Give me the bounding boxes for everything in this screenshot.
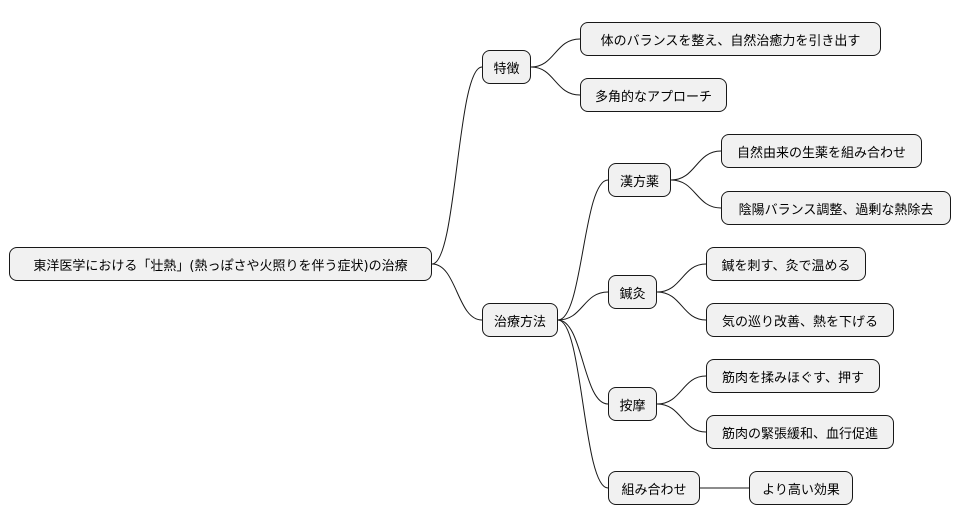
branch-features: 特徴 <box>482 50 531 84</box>
features-item-1: 体のバランスを整え、自然治癒力を引き出す <box>580 22 881 56</box>
link-massage-1 <box>656 375 707 405</box>
link-root-methods <box>431 263 483 321</box>
method-combination: 組み合わせ <box>608 471 700 505</box>
method-acupuncture: 鍼灸 <box>608 275 657 309</box>
link-massage-2 <box>656 403 707 433</box>
link-methods-massage <box>557 319 609 405</box>
link-kampo-1 <box>670 150 722 181</box>
link-methods-combo <box>557 319 609 489</box>
link-methods-acu <box>557 291 609 321</box>
kampo-item-1: 自然由来の生薬を組み合わせ <box>721 134 922 168</box>
massage-item-2: 筋肉の緊張緩和、血行促進 <box>706 415 894 449</box>
acupuncture-item-1: 鍼を刺す、灸で温める <box>706 247 866 281</box>
combination-item-1: より高い効果 <box>749 471 853 505</box>
method-massage: 按摩 <box>608 387 657 421</box>
link-kampo-2 <box>670 179 722 209</box>
root-node: 東洋医学における「壮熱」(熱っぽさや火照りを伴う症状)の治療 <box>9 247 432 281</box>
link-root-features <box>431 66 483 265</box>
link-acu-2 <box>656 291 707 321</box>
massage-item-1: 筋肉を揉みほぐす、押す <box>706 359 880 393</box>
link-features-1 <box>530 38 581 68</box>
branch-methods: 治療方法 <box>482 303 558 337</box>
features-item-2: 多角的なアプローチ <box>580 78 727 112</box>
link-methods-kampo <box>557 179 609 321</box>
link-features-2 <box>530 66 581 96</box>
acupuncture-item-2: 気の巡り改善、熱を下げる <box>706 303 894 337</box>
method-kampo: 漢方薬 <box>608 163 671 197</box>
link-acu-1 <box>656 263 707 293</box>
kampo-item-2: 陰陽バランス調整、過剰な熱除去 <box>721 191 951 225</box>
